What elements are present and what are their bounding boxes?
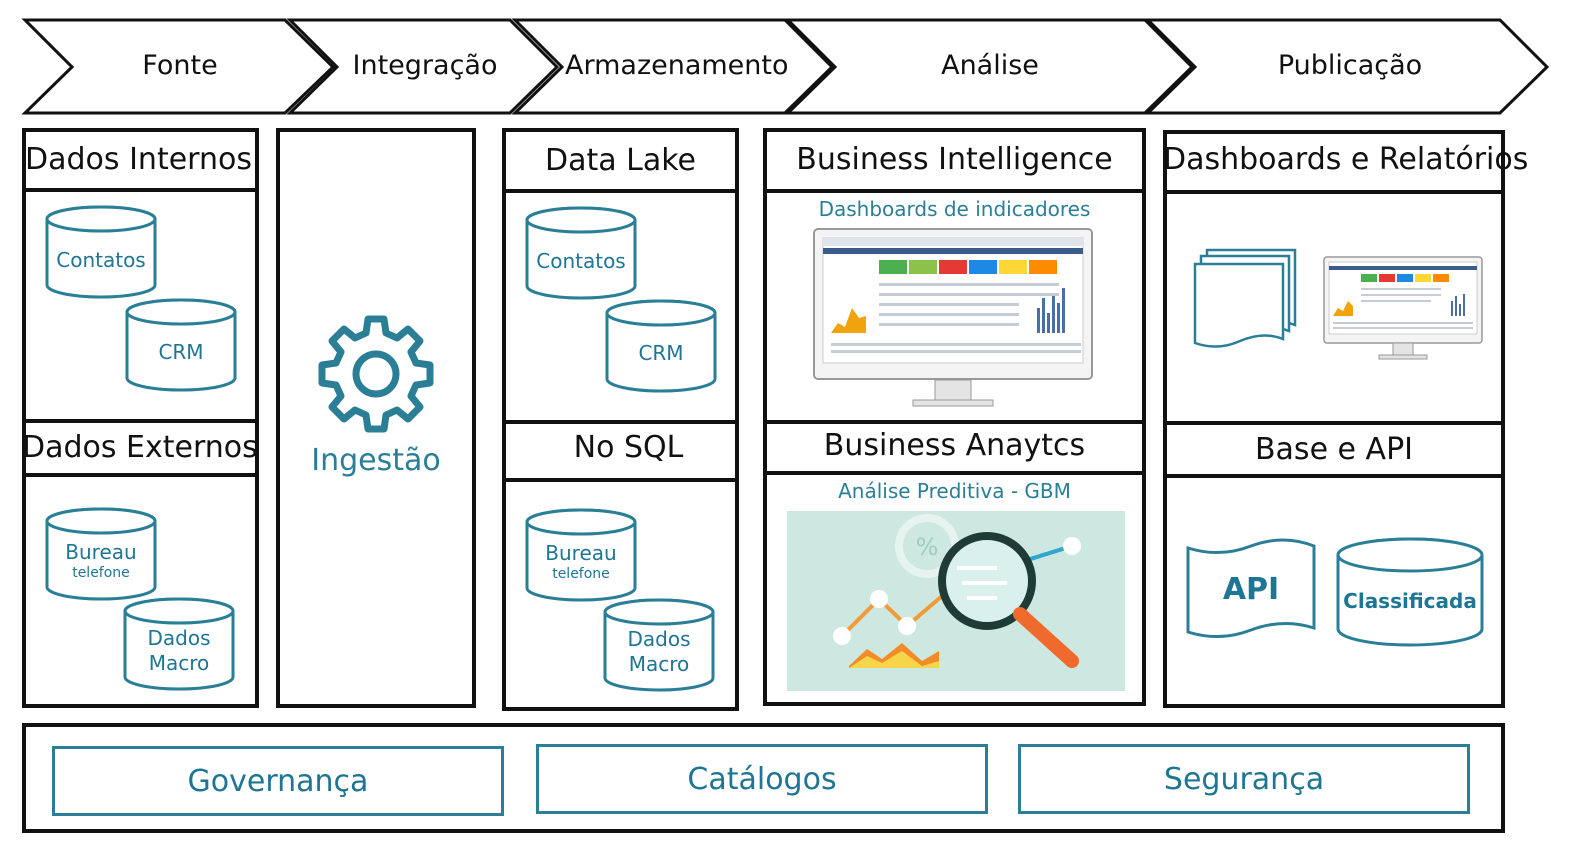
divider: [763, 189, 1146, 193]
footer-bar: [22, 723, 1505, 833]
chevron-analise: [784, 18, 1195, 115]
divider: [763, 471, 1146, 475]
database-icon: [125, 298, 237, 392]
database-icon: [525, 206, 637, 300]
governanca-box: Governança: [52, 746, 504, 816]
dashboard-monitor-icon: [1323, 256, 1483, 360]
db-bureau: Bureau telefone: [525, 508, 637, 603]
db-dados-macro: Dados Macro: [123, 597, 235, 692]
db-label: Contatos: [536, 249, 626, 273]
analytics-illustration: %: [787, 511, 1125, 691]
database-icon: [1336, 537, 1484, 647]
database-icon: [605, 299, 717, 393]
db-sublabel: telefone: [552, 566, 610, 582]
bi-subtitle: Dashboards de indicadores: [818, 197, 1091, 221]
seguranca-box: Segurança: [1018, 744, 1470, 814]
chevron-fonte: [21, 18, 336, 115]
divider: [502, 189, 739, 193]
dashboard-monitor-icon: [813, 228, 1093, 407]
divider: [1163, 474, 1505, 478]
db-contatos: Contatos: [525, 206, 637, 301]
divider: [22, 188, 259, 192]
api-scroll: API: [1185, 538, 1317, 648]
api-label: API: [1222, 572, 1280, 607]
nosql-title: No SQL: [573, 430, 684, 465]
chevron-publicacao: [1144, 18, 1550, 115]
data-lake-title: Data Lake: [544, 143, 697, 178]
chevron-armazenamento: [511, 18, 835, 115]
db-label: CRM: [638, 341, 684, 365]
database-icon: [123, 597, 235, 691]
db-label: Dados: [627, 627, 691, 651]
stage-label-fonte: Fonte: [142, 50, 218, 81]
ba-subtitle: Análise Preditiva - GBM: [838, 479, 1071, 503]
dados-externos-title: Dados Externos: [22, 430, 258, 465]
db-label: Dados: [147, 626, 211, 650]
db-dados-macro: Dados Macro: [603, 598, 715, 693]
db-label: Bureau: [65, 540, 137, 564]
divider: [22, 419, 259, 423]
stage-label-analise: Análise: [941, 50, 1039, 81]
percent-text: %: [916, 533, 939, 561]
ingestao-label: Ingestão: [311, 443, 441, 478]
divider: [502, 420, 739, 424]
stage-label-integracao: Integração: [352, 50, 498, 81]
divider: [22, 473, 259, 477]
database-icon: [525, 508, 637, 602]
db-crm: CRM: [605, 299, 717, 394]
db-label: Macro: [628, 652, 690, 676]
ba-title: Business Anaytcs: [823, 428, 1086, 463]
divider: [763, 420, 1146, 424]
divider: [1163, 190, 1505, 194]
stage-label-armazenamento: Armazenamento: [565, 50, 789, 81]
db-bureau: Bureau telefone: [45, 507, 157, 602]
divider: [1163, 421, 1505, 425]
db-contatos: Contatos: [45, 205, 157, 300]
dados-internos-title: Dados Internos: [25, 142, 252, 177]
db-label: Classificada: [1343, 589, 1477, 613]
catalogos-box: Catálogos: [536, 744, 988, 814]
stage-label-publicacao: Publicação: [1277, 50, 1423, 81]
integracao-column: [276, 128, 476, 708]
chevron-integracao: [286, 18, 560, 115]
database-icon: [45, 507, 157, 601]
bi-title: Business Intelligence: [796, 142, 1113, 177]
pipeline-chevrons: [21, 18, 1550, 115]
db-label: CRM: [158, 340, 204, 364]
db-label: Macro: [148, 651, 210, 675]
db-classificada: Classificada: [1336, 537, 1484, 647]
dashboards-relatorios-title: Dashboards e Relatórios: [1163, 142, 1529, 177]
db-crm: CRM: [125, 298, 237, 393]
db-sublabel: telefone: [72, 565, 130, 581]
base-api-title: Base e API: [1254, 432, 1414, 467]
divider: [502, 478, 739, 482]
db-label: Contatos: [56, 248, 146, 272]
db-label: Bureau: [545, 541, 617, 565]
gear-icon: [318, 315, 434, 433]
scroll-icon: [1186, 538, 1316, 639]
document-stack-icon: [1193, 248, 1297, 348]
database-icon: [45, 205, 157, 299]
database-icon: [603, 598, 715, 692]
